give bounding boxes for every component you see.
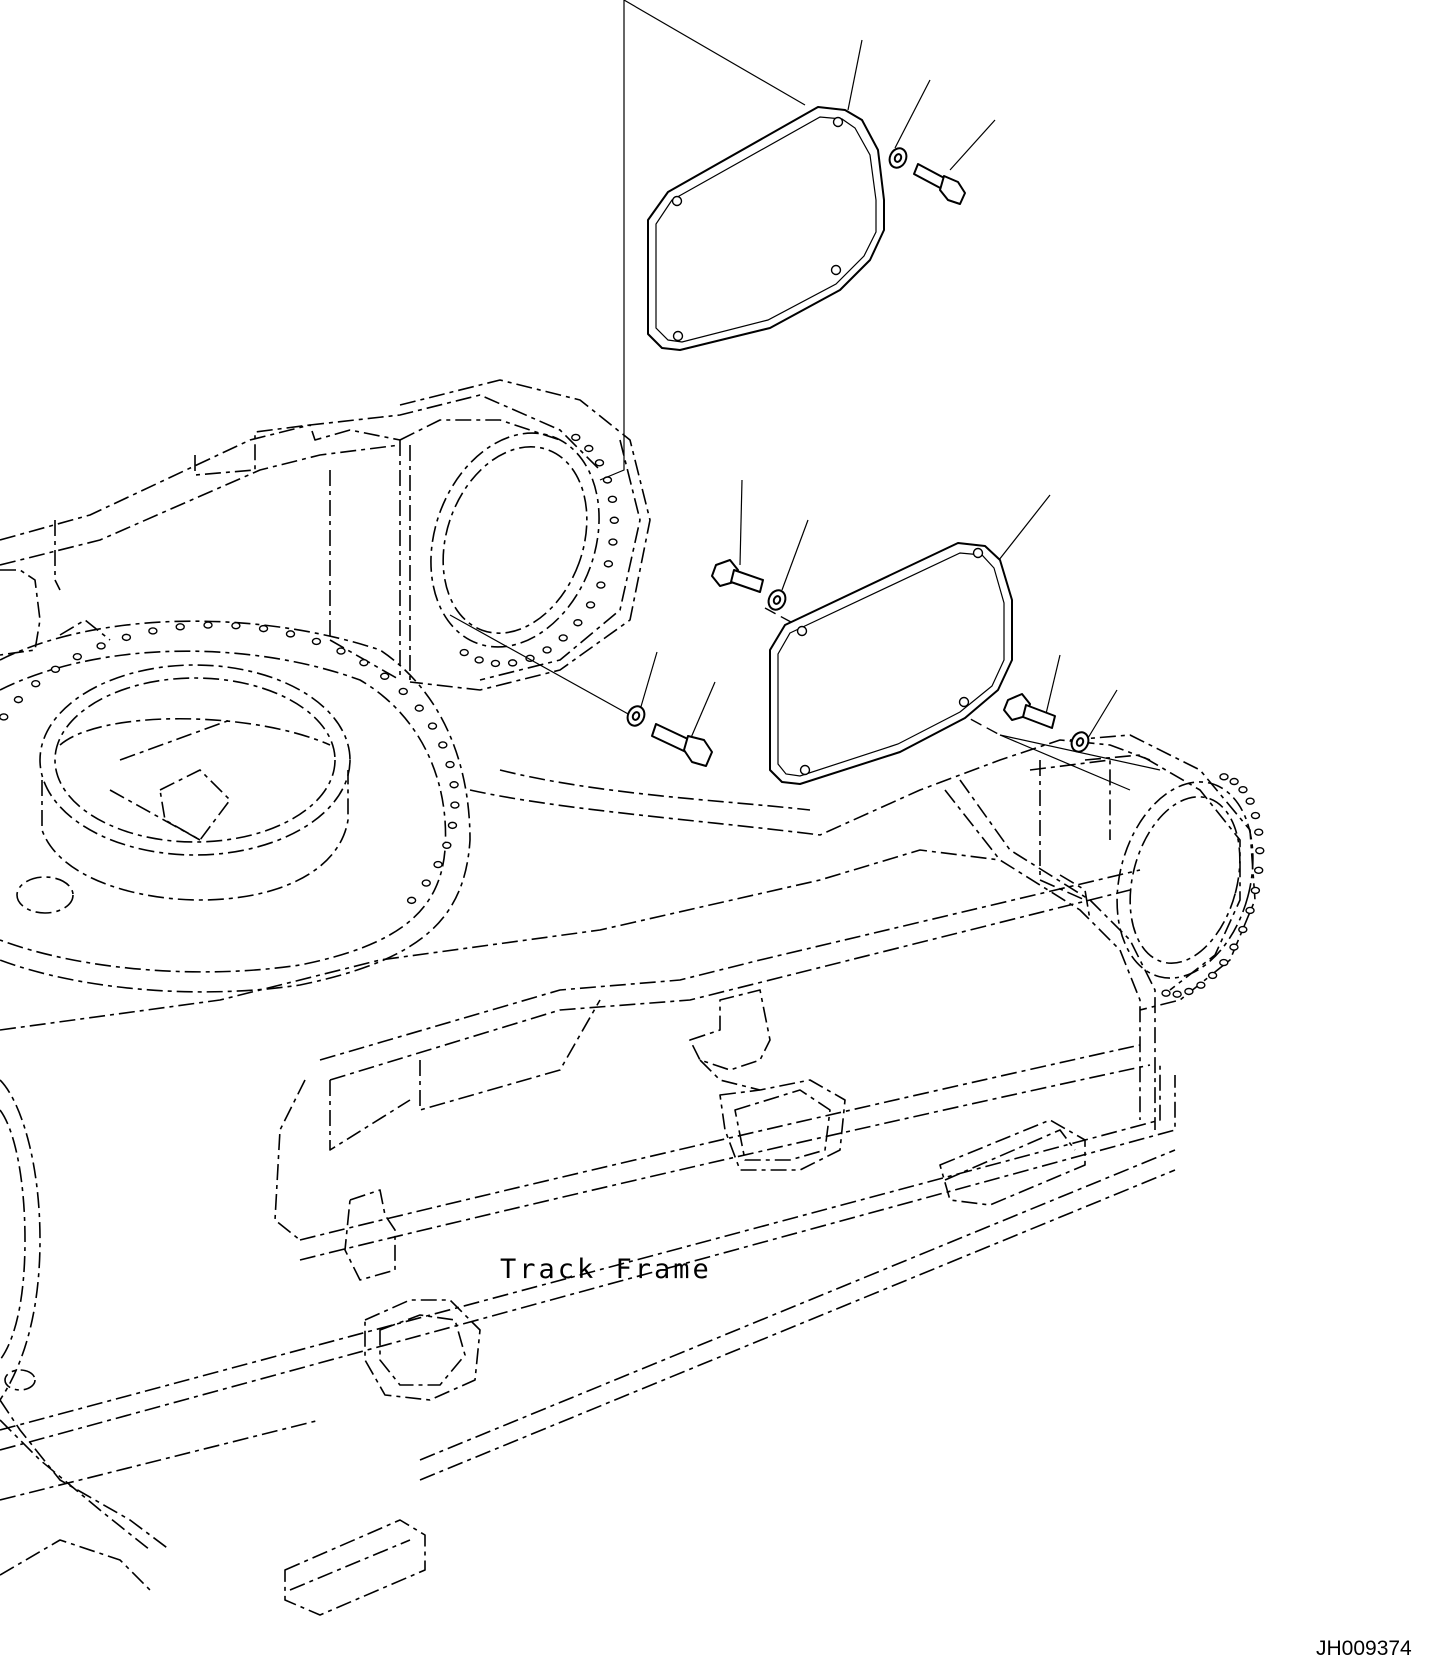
lower-left-bolt xyxy=(651,723,713,767)
bolt-hole xyxy=(175,623,185,631)
bolt-hole xyxy=(398,687,408,696)
bolt-hole xyxy=(433,860,443,869)
bolt-hole xyxy=(380,672,390,680)
bolt-hole xyxy=(1238,786,1248,794)
bolt-hole xyxy=(1245,797,1255,805)
bolt-hole xyxy=(573,619,583,627)
bolt-hole xyxy=(1245,906,1255,915)
bolt-hole xyxy=(1207,971,1218,980)
bolt-hole xyxy=(1184,987,1194,996)
bolt-hole xyxy=(1229,943,1239,951)
bolt-hole xyxy=(449,781,459,789)
upper-washer xyxy=(888,147,908,169)
bolt-hole xyxy=(31,679,41,688)
lower-right-bolt xyxy=(1003,693,1056,729)
bolt-hole xyxy=(445,760,455,769)
bolt-hole xyxy=(474,656,484,664)
bolt-hole xyxy=(0,713,9,721)
bolt-hole xyxy=(1238,925,1248,934)
bolt-hole xyxy=(1229,777,1239,786)
bolt-hole xyxy=(1172,990,1182,998)
bolt-hole xyxy=(148,627,158,635)
bolt-hole xyxy=(558,634,568,642)
bolt-hole xyxy=(603,560,614,568)
bolt-hole xyxy=(438,741,448,749)
bolt-hole xyxy=(311,637,322,646)
bolt-hole xyxy=(609,516,619,524)
bolt-hole xyxy=(525,654,535,663)
bolt-hole xyxy=(1161,989,1171,997)
bolt-hole xyxy=(1255,846,1265,855)
bolt-hole xyxy=(584,444,594,453)
bolt-hole xyxy=(72,652,83,661)
bolt-hole xyxy=(450,801,460,809)
bolt-hole xyxy=(203,621,213,629)
flange-bolt-holes xyxy=(0,433,1265,998)
bolt-hole xyxy=(258,624,269,633)
bolt-hole xyxy=(1250,811,1261,820)
lower-cover-plate xyxy=(769,542,1013,785)
bolt-hole xyxy=(596,581,606,589)
bolt-hole xyxy=(507,659,518,667)
bolt-hole xyxy=(414,704,424,712)
lower-left-bolt-top xyxy=(711,559,764,593)
bolt-hole xyxy=(231,621,241,630)
bolt-hole xyxy=(594,459,605,467)
track-frame-outline xyxy=(0,379,1256,1616)
bolt-hole xyxy=(607,495,618,504)
upper-bolt xyxy=(913,163,966,205)
bolt-hole xyxy=(1254,828,1264,836)
bolt-hole xyxy=(608,538,618,546)
track-frame-label: Track Frame xyxy=(500,1254,712,1285)
bolt-hole xyxy=(1253,866,1264,875)
bolt-hole xyxy=(421,879,431,887)
bolt-hole xyxy=(447,821,458,830)
bolt-hole xyxy=(490,659,501,668)
bolt-hole xyxy=(121,633,132,642)
bolt-hole xyxy=(406,896,417,905)
upper-cover-plate xyxy=(647,106,885,351)
bolt-hole xyxy=(571,433,581,442)
bolt-hole xyxy=(459,648,469,657)
bolt-hole xyxy=(1250,886,1261,895)
bolt-hole xyxy=(96,642,106,650)
lower-right-washer xyxy=(1070,731,1090,753)
bolt-hole xyxy=(50,665,61,673)
bolt-hole xyxy=(542,646,552,654)
bolt-hole xyxy=(359,659,369,667)
bolt-hole xyxy=(427,722,438,730)
bolt-hole xyxy=(336,647,346,655)
bolt-hole xyxy=(585,601,596,609)
figure-id-label: JH009374 xyxy=(1316,1637,1412,1660)
bolt-hole xyxy=(1219,773,1229,781)
bolt-hole xyxy=(1219,958,1229,967)
bolt-hole xyxy=(442,841,452,849)
lower-left-washer-top xyxy=(767,589,787,611)
lower-left-washer xyxy=(626,705,646,727)
bolt-hole xyxy=(1196,981,1206,989)
bolt-hole xyxy=(285,630,296,638)
bolt-hole xyxy=(13,695,24,704)
